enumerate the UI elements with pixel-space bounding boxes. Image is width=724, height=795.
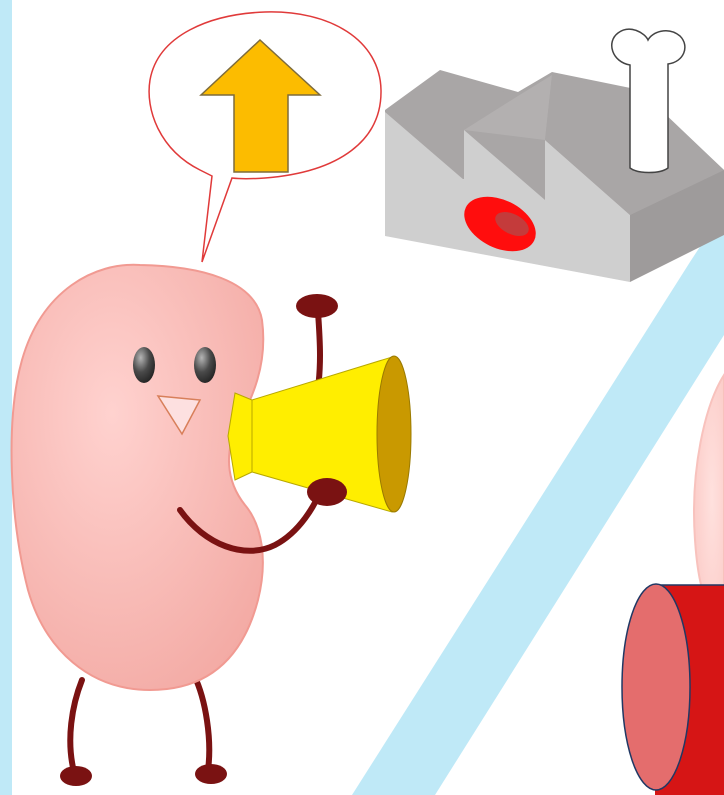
partial-kidney-right: [694, 375, 724, 620]
cylinder-face: [622, 584, 690, 790]
kidney-character: [12, 265, 411, 786]
factory-icon: [385, 70, 724, 282]
left-leg: [70, 680, 82, 772]
right-leg: [194, 675, 209, 770]
left-foot: [60, 766, 92, 786]
right-eye: [194, 347, 216, 383]
raised-hand: [296, 294, 338, 318]
right-foot: [195, 764, 227, 784]
kidney-body: [12, 265, 264, 690]
red-cylinder: [622, 584, 724, 795]
holding-hand: [307, 478, 347, 506]
left-eye: [133, 347, 155, 383]
megaphone-bell: [377, 356, 411, 512]
left-border-band: [0, 0, 12, 795]
